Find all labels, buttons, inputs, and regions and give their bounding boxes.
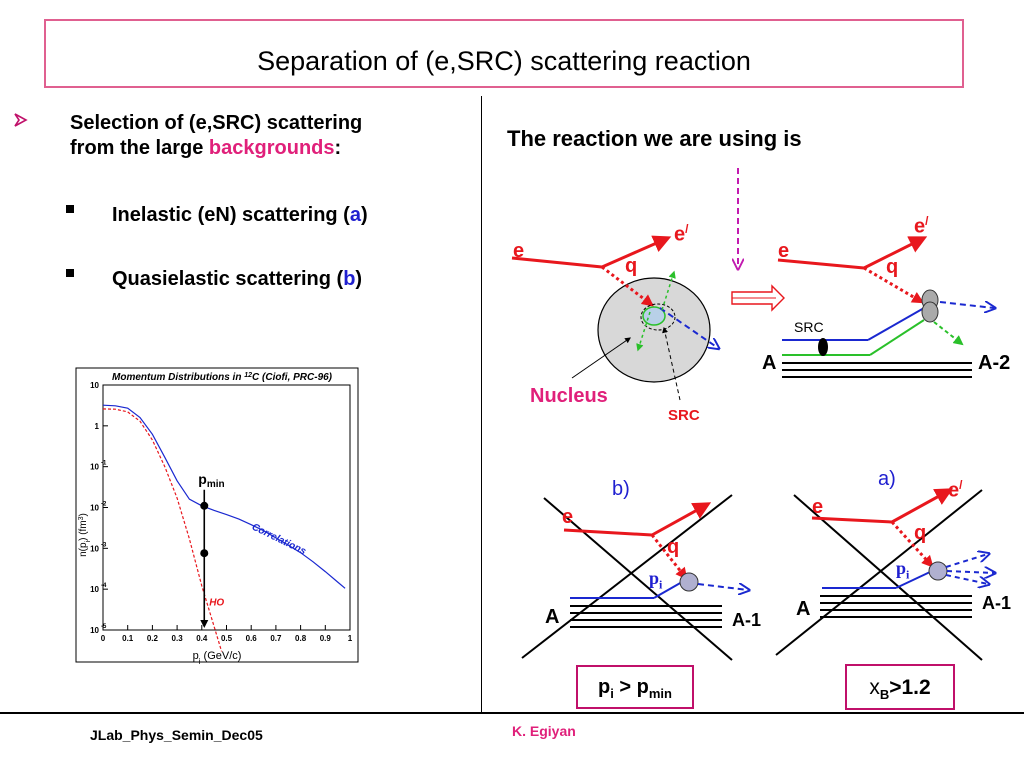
y-tick-label: 10 bbox=[90, 504, 99, 513]
y-tick-label: 10 bbox=[90, 463, 99, 472]
chart-series-group bbox=[102, 404, 346, 652]
square-bullet-icon bbox=[66, 269, 74, 277]
y-tick-label: 1 bbox=[95, 422, 100, 431]
x-tick-label: 0.7 bbox=[270, 634, 282, 643]
scattered-electron bbox=[601, 235, 672, 269]
knocked-proton bbox=[659, 307, 718, 348]
column-divider bbox=[481, 96, 482, 712]
sub-bullet-quasielastic: Quasielastic scattering (b) bbox=[112, 268, 363, 290]
label-A-bottom-left: A bbox=[545, 606, 560, 628]
condition-xb-box: xB>1.2 bbox=[845, 664, 955, 710]
x-tick-label: 0.5 bbox=[221, 634, 233, 643]
sub-bullet-inelastic: Inelastic (eN) scattering (a) bbox=[112, 204, 368, 226]
label-b-diagram: b) bbox=[612, 478, 630, 500]
label-eprime-bottom-right: e/ bbox=[948, 478, 963, 502]
label-A2: A-2 bbox=[978, 352, 1011, 374]
x-tick-label: 0.9 bbox=[320, 634, 332, 643]
virtual-photon bbox=[601, 265, 654, 307]
series-line-ho bbox=[102, 408, 223, 652]
label-eprime-top-right: e/ bbox=[914, 214, 929, 238]
label-A1-bottom-right: A-1 bbox=[982, 593, 1012, 613]
label-q-top-left: q bbox=[625, 255, 638, 277]
y-tick-label: 10 bbox=[90, 544, 99, 553]
main-bullet-line1: Selection of (e,SRC) scattering bbox=[70, 112, 363, 134]
label-e-bottom-right: e bbox=[812, 496, 824, 518]
pmin-point bbox=[200, 549, 209, 558]
transition-arrow bbox=[731, 284, 785, 312]
y-tick-label: 10 bbox=[90, 381, 99, 390]
chart-xlabel: pi (GeV/c) bbox=[193, 650, 242, 666]
condition-xb: xB>1.2 bbox=[869, 676, 931, 703]
inelastic-diagram bbox=[775, 488, 994, 661]
condition-pi-pmin-box: pi > pmin bbox=[576, 665, 694, 709]
y-tick-exponent: -1 bbox=[101, 461, 107, 467]
label-src-pair: SRC bbox=[794, 319, 824, 335]
reaction-heading: The reaction we are using is bbox=[507, 126, 802, 151]
title-frame bbox=[44, 19, 964, 88]
label-q-top-right: q bbox=[886, 256, 899, 278]
annot-ho: HO bbox=[209, 597, 224, 608]
label-e-top-right: e bbox=[778, 240, 790, 262]
x-tick-label: 0.2 bbox=[147, 634, 159, 643]
y-tick-exponent: -3 bbox=[101, 542, 107, 548]
arrow-bullet-icon bbox=[12, 110, 32, 130]
src-pointer bbox=[662, 326, 681, 401]
x-tick-label: 0.4 bbox=[196, 634, 208, 643]
y-tick-exponent: -2 bbox=[101, 502, 107, 508]
recoil-nucleon bbox=[636, 311, 651, 352]
y-tick-label: 10 bbox=[90, 626, 99, 635]
x-tick-label: 0.6 bbox=[246, 634, 258, 643]
nucleon-pair bbox=[642, 306, 666, 326]
label-e-bottom-left: e bbox=[562, 506, 574, 528]
main-bullet: Selection of (e,SRC) scattering from the… bbox=[70, 111, 470, 161]
src-diagram bbox=[777, 236, 994, 378]
label-eprime-top-left: e/ bbox=[674, 222, 689, 246]
nucleus-pointer bbox=[571, 337, 631, 379]
footer-divider bbox=[0, 712, 1024, 714]
label-q-bottom-left: q bbox=[667, 536, 680, 558]
x-tick-label: 1 bbox=[348, 634, 353, 643]
square-bullet-icon bbox=[66, 205, 74, 213]
label-A-top: A bbox=[762, 352, 777, 374]
label-A1-bottom-left: A-1 bbox=[732, 610, 762, 630]
label-a-diagram: a) bbox=[878, 468, 896, 490]
slide-title: Separation of (e,SRC) scattering reactio… bbox=[257, 46, 751, 76]
x-tick-label: 0 bbox=[101, 634, 106, 643]
label-q-bottom-right: q bbox=[914, 522, 927, 544]
y-tick-label: 10 bbox=[90, 585, 99, 594]
y-tick-exponent: -5 bbox=[101, 624, 107, 630]
series-line-correlations bbox=[102, 404, 346, 589]
recoil-nucleon-2 bbox=[661, 270, 676, 311]
footer-author: K. Egiyan bbox=[512, 723, 576, 739]
y-tick-exponent: -4 bbox=[101, 583, 107, 589]
x-tick-label: 0.3 bbox=[172, 634, 184, 643]
x-tick-label: 0.1 bbox=[122, 634, 134, 643]
src-region bbox=[640, 303, 676, 331]
reaction-diagrams bbox=[511, 168, 1024, 661]
x-tick-label: 0.8 bbox=[295, 634, 307, 643]
chart-frame bbox=[75, 367, 359, 663]
pmin-arrowhead bbox=[200, 620, 209, 628]
nucleus-diagram bbox=[511, 235, 718, 401]
label-pi-bottom-right: pi bbox=[896, 558, 910, 582]
pmin-point bbox=[200, 501, 209, 510]
quasielastic-diagram bbox=[521, 494, 748, 661]
backgrounds-highlight: backgrounds bbox=[208, 137, 335, 159]
label-src-nucleus: SRC bbox=[668, 407, 700, 424]
chart-ylabel: n(pi) (fm3) bbox=[78, 513, 92, 557]
footer-left-text: JLab_Phys_Semin_Dec05 bbox=[90, 727, 263, 743]
momentum-chart: Momentum Distributions in 12C (Ciofi, PR… bbox=[72, 364, 362, 666]
label-A-bottom-right: A bbox=[796, 598, 811, 620]
label-e-top-left: e bbox=[513, 240, 525, 262]
condition-pi-pmin: pi > pmin bbox=[598, 676, 672, 701]
incoming-electron bbox=[511, 256, 603, 269]
momentum-chart-svg: Momentum Distributions in 12C (Ciofi, PR… bbox=[75, 367, 359, 666]
label-nucleus: Nucleus bbox=[530, 385, 608, 407]
label-pi-bottom-left: pi bbox=[649, 568, 663, 592]
main-bullet-line2: from the large backgrounds: bbox=[70, 137, 342, 159]
chart-title: Momentum Distributions in 12C (Ciofi, PR… bbox=[112, 372, 333, 384]
